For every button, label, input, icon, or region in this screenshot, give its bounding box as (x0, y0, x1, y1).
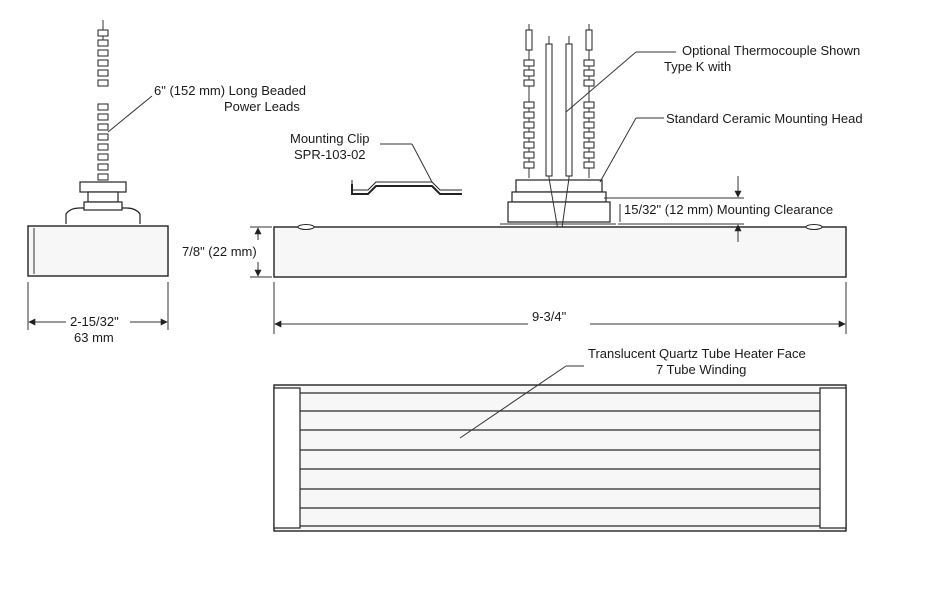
heater-face-label-line1: Translucent Quartz Tube Heater Face (588, 346, 806, 361)
front-view (250, 24, 847, 334)
mounting-clip (351, 143, 462, 195)
heater-face-view (273, 365, 847, 532)
front-view-body (273, 226, 847, 278)
beaded-power-lead (97, 20, 109, 181)
width-label-line1: 2-15/32" (70, 314, 119, 329)
length-label: 9-3/4" (532, 309, 567, 324)
end-view (27, 20, 169, 330)
power-leads-label-line2: Power Leads (224, 99, 300, 114)
height-label: 7/8" (22 mm) (182, 244, 257, 259)
end-view-mounting-head (65, 181, 141, 224)
heater-face-label-line2: 7 Tube Winding (656, 362, 746, 377)
thermocouple-label-line1: Optional Thermocouple Shown (682, 43, 860, 58)
ceramic-mounting-head (500, 177, 616, 246)
thermocouple-label-line2: Type K with (664, 59, 731, 74)
end-view-body (27, 225, 169, 277)
quartz-tubes (300, 392, 820, 527)
front-view-leads (523, 24, 595, 178)
ceramic-head-label: Standard Ceramic Mounting Head (666, 111, 863, 126)
power-leads-label-line1: 6" (152 mm) Long Beaded (154, 83, 306, 98)
width-label-line2: 63 mm (74, 330, 114, 345)
clearance-label: 15/32" (12 mm) Mounting Clearance (624, 202, 833, 217)
mounting-clip-label-line2: SPR-103-02 (294, 147, 366, 162)
mounting-clip-label-line1: Mounting Clip (290, 131, 370, 146)
